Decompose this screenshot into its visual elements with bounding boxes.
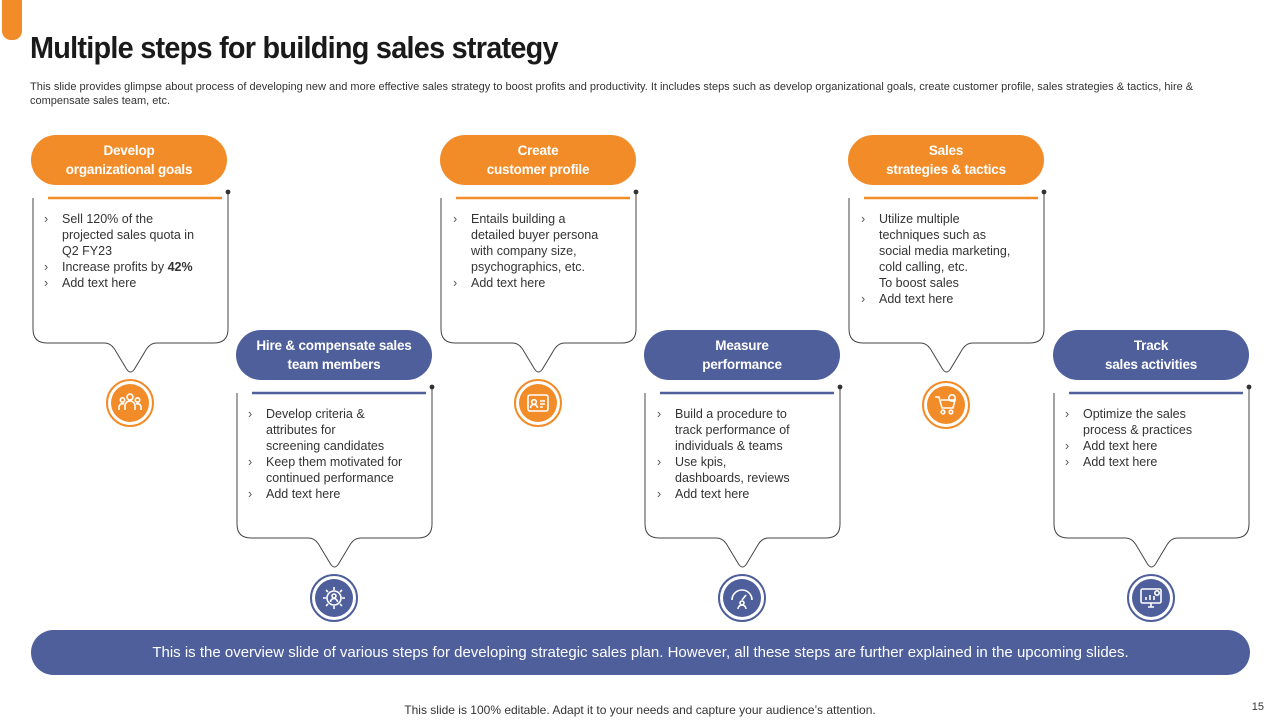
shopping-cart-icon <box>922 381 970 429</box>
step-title-line: Measure <box>715 338 769 353</box>
step-sales-strategies-header: Sales strategies & tactics <box>848 135 1044 185</box>
bullet-item: Use kpis, dashboards, reviews <box>655 454 825 486</box>
step-customer-profile-bullets: Entails building a detailed buyer person… <box>451 211 621 291</box>
bullet-item: Add text here <box>1063 438 1233 454</box>
bullet-item: Add text here <box>859 291 1029 307</box>
step-customer-profile-header: Create customer profile <box>440 135 636 185</box>
slide-subtitle: This slide provides glimpse about proces… <box>30 81 1194 107</box>
profile-card-icon <box>514 379 562 427</box>
step-develop-goals-header: Develop organizational goals <box>31 135 227 185</box>
step-title-line: performance <box>702 357 782 372</box>
step-title-line: Hire & compensate sales <box>256 338 412 353</box>
performance-gauge-icon <box>718 574 766 622</box>
slide-title: Multiple steps for building sales strate… <box>30 30 559 65</box>
callout-dot <box>225 189 231 195</box>
bullet-item: Add text here <box>246 486 416 502</box>
step-title-line: Sales <box>928 143 964 158</box>
summary-banner-text: This is the overview slide of various st… <box>152 644 1129 661</box>
bullet-highlight-value: 42% <box>167 260 193 274</box>
bullet-item: Add text here <box>451 275 621 291</box>
bullet-item: Add text here <box>42 275 212 291</box>
bullet-item: Entails building a detailed buyer person… <box>451 211 621 275</box>
bullet-item: Optimize the sales process & practices <box>1063 406 1233 438</box>
callout-dot <box>1041 189 1047 195</box>
gear-people-icon <box>310 574 358 622</box>
step-title-line: Track <box>1133 338 1169 353</box>
step-title-line: Develop <box>103 143 155 158</box>
step-title-line: team members <box>287 357 381 372</box>
bullet-item: Develop criteria & attributes for screen… <box>246 406 416 454</box>
step-title-line: sales activities <box>1104 357 1198 372</box>
team-goal-icon <box>106 379 154 427</box>
bullet-item: Add text here <box>1063 454 1233 470</box>
step-develop-goals-bullets: Sell 120% of the projected sales quota i… <box>42 211 212 291</box>
bullet-item: Utilize multiple techniques such as soci… <box>859 211 1029 291</box>
callout-dot <box>633 189 639 195</box>
step-track-activities-bullets: Optimize the sales process & practices A… <box>1063 406 1233 470</box>
step-title-line: Create <box>517 143 559 158</box>
step-measure-performance-bullets: Build a procedure to track performance o… <box>655 406 825 502</box>
callout-dot <box>837 384 843 390</box>
step-hire-team-bullets: Develop criteria & attributes for screen… <box>246 406 416 502</box>
step-title-line: organizational goals <box>65 162 193 177</box>
step-sales-strategies-bullets: Utilize multiple techniques such as soci… <box>859 211 1029 307</box>
bullet-item: Sell 120% of the projected sales quota i… <box>42 211 212 259</box>
step-hire-team-header: Hire & compensate sales team members <box>236 330 432 380</box>
callout-dot <box>1246 384 1252 390</box>
bullet-item: Keep them motivated for continued perfor… <box>246 454 416 486</box>
step-title-line: customer profile <box>486 162 590 177</box>
step-title-line: strategies & tactics <box>886 162 1006 177</box>
callout-dot <box>429 384 435 390</box>
bullet-item: Build a procedure to track performance o… <box>655 406 825 454</box>
footer-note: This slide is 100% editable. Adapt it to… <box>404 703 876 717</box>
step-measure-performance-header: Measure performance <box>644 330 840 380</box>
slide-number: 15 <box>1251 701 1264 713</box>
summary-banner: This is the overview slide of various st… <box>31 630 1250 675</box>
monitor-chart-icon <box>1127 574 1175 622</box>
bullet-text: Increase profits by <box>62 260 168 274</box>
corner-accent-tab <box>2 0 22 40</box>
step-track-activities-header: Track sales activities <box>1053 330 1249 380</box>
bullet-item: Increase profits by 42% <box>42 259 212 275</box>
bullet-item: Add text here <box>655 486 825 502</box>
